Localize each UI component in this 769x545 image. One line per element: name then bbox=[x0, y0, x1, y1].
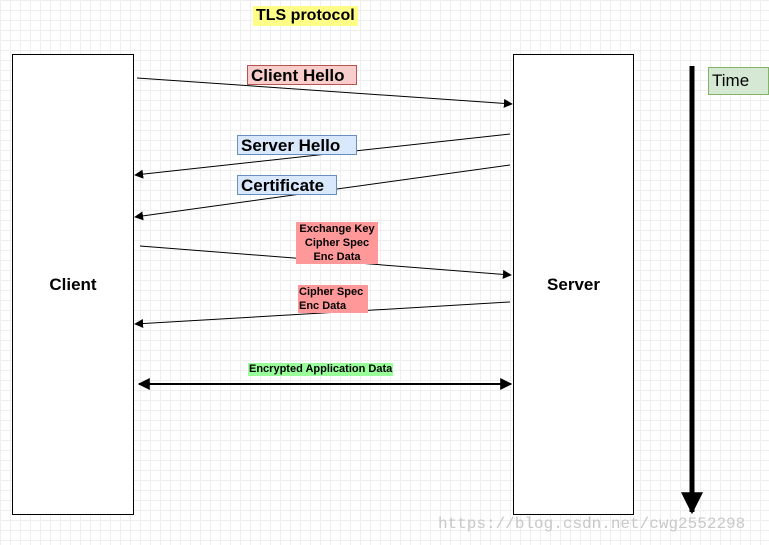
watermark: https://blog.csdn.net/cwg2552298 bbox=[438, 515, 746, 533]
client-label: Client bbox=[49, 274, 97, 294]
exchange-key-label: Exchange Key Cipher Spec Enc Data bbox=[296, 222, 378, 264]
server-label: Server bbox=[547, 274, 600, 294]
enc-data-line: Enc Data bbox=[299, 300, 347, 312]
server-box: Server bbox=[513, 54, 634, 515]
cipher-spec-line: Cipher Spec bbox=[299, 286, 364, 298]
time-label: Time bbox=[708, 67, 769, 95]
certificate-label: Certificate bbox=[237, 175, 337, 195]
enc-data-line: Enc Data bbox=[313, 251, 361, 263]
exchange-key-line: Exchange Key bbox=[299, 223, 375, 235]
server-hello-label: Server Hello bbox=[237, 135, 357, 155]
cipher-spec-label: Cipher Spec Enc Data bbox=[298, 285, 368, 313]
cipher-spec-line: Cipher Spec bbox=[304, 237, 370, 249]
app-data-label: Encrypted Application Data bbox=[248, 363, 394, 376]
client-box: Client bbox=[12, 54, 134, 515]
client-hello-label: Client Hello bbox=[247, 65, 357, 85]
cipher-spec-arrow bbox=[134, 301, 511, 329]
client-hello-arrow bbox=[136, 77, 513, 108]
diagram-title: TLS protocol bbox=[253, 6, 358, 26]
